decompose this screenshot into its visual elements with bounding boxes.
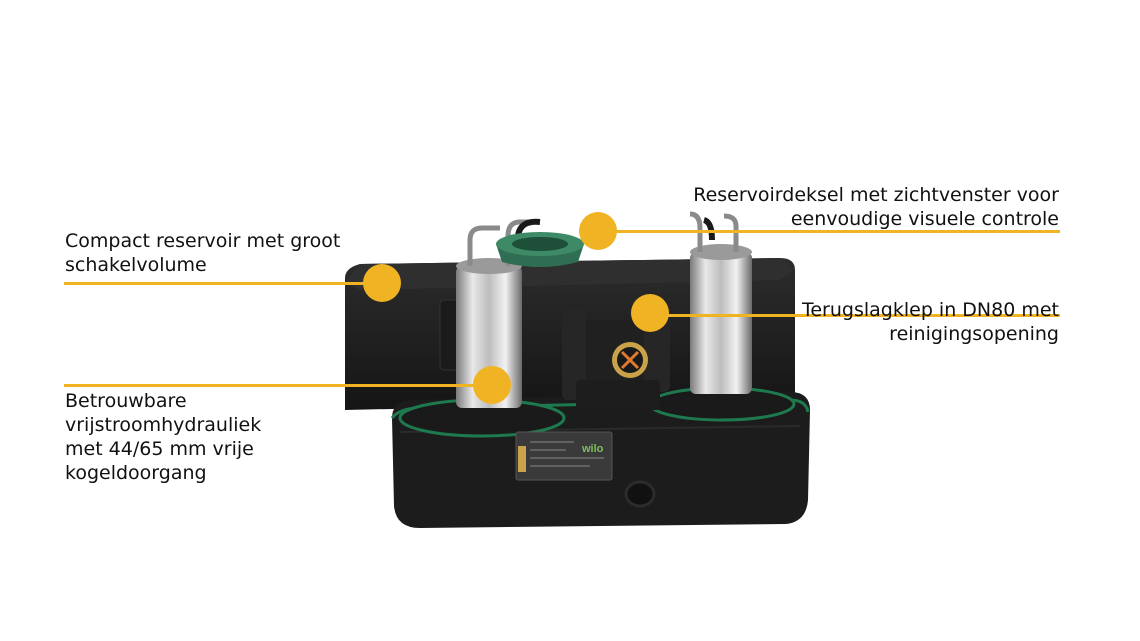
callout-hydraulics-line-3: met 44/65 mm vrije xyxy=(65,438,254,460)
callout-hydraulics-text: Betrouwbare vrijstroomhydrauliek met 44/… xyxy=(65,389,261,485)
callout-line-hydraulics xyxy=(64,384,492,387)
callout-dots xyxy=(363,212,669,404)
callout-dot-reservoir xyxy=(363,264,401,302)
sewage-lifting-unit: wilo xyxy=(345,211,810,528)
drain-port xyxy=(624,480,656,508)
callout-reservoir-line-1: Compact reservoir met groot xyxy=(65,230,341,252)
callout-valve-text: Terugslagklep in DN80 met reinigingsopen… xyxy=(802,298,1059,346)
brand-logo: wilo xyxy=(581,443,604,455)
callout-dot-valve xyxy=(631,294,669,332)
callout-valve-line-1: Terugslagklep in DN80 met xyxy=(801,299,1059,321)
callout-lines xyxy=(64,230,1060,387)
callout-line-lid xyxy=(598,230,1060,233)
callout-line-valve xyxy=(650,314,1060,317)
callout-hydraulics-line-2: vrijstroomhydrauliek xyxy=(65,414,262,436)
callout-valve-line-2: reinigingsopening xyxy=(889,323,1059,345)
callout-hydraulics-line-1: Betrouwbare xyxy=(65,390,187,412)
callout-reservoir-line-2: schakelvolume xyxy=(65,254,207,276)
callout-dot-hydraulics xyxy=(473,366,511,404)
callout-hydraulics-line-4: kogeldoorgang xyxy=(65,462,207,484)
right-pump xyxy=(689,211,752,394)
callout-lid-line-2: eenvoudige visuele controle xyxy=(790,208,1059,230)
callout-lid-line-1: Reservoirdeksel met zichtvenster voor xyxy=(693,184,1059,206)
reservoir-lid xyxy=(496,232,584,267)
callout-reservoir-text: Compact reservoir met groot schakelvolum… xyxy=(65,229,340,277)
callout-lid-text: Reservoirdeksel met zichtvenster voor ee… xyxy=(693,183,1059,231)
callout-dot-lid xyxy=(579,212,617,250)
callout-line-reservoir xyxy=(64,282,382,285)
type-plate: wilo xyxy=(515,431,613,481)
